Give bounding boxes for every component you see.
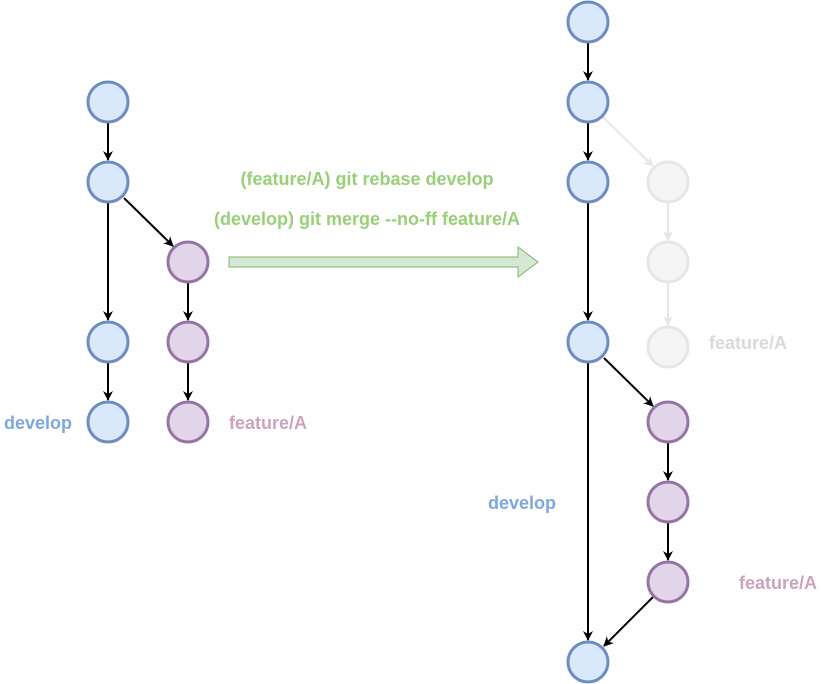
after-edges <box>583 43 673 647</box>
rebased-feature-commit-node <box>646 480 690 524</box>
old-feature-commit-node <box>646 240 690 284</box>
before-edges <box>103 123 193 401</box>
rebase-command-text: (feature/A) git rebase develop <box>240 169 493 189</box>
after-feature-label: feature/A <box>739 573 817 593</box>
develop-commit-node <box>566 80 610 124</box>
rebased-feature-commit-node <box>646 400 690 444</box>
before-feature-label: feature/A <box>229 413 307 433</box>
old-feature-label: feature/A <box>709 333 787 353</box>
old-feature-commit-node <box>646 325 690 369</box>
merge-edge-arrow <box>603 596 654 647</box>
develop-commit-node <box>86 160 130 204</box>
edge-arrow <box>603 357 654 407</box>
edge-arrow <box>123 197 174 247</box>
old-feature-commit-node <box>646 160 690 204</box>
feature-commit-node <box>166 240 210 284</box>
transition-arrow-icon <box>228 246 539 278</box>
develop-commit-node <box>566 160 610 204</box>
develop-commit-node <box>86 80 130 124</box>
rebased-feature-commit-node <box>646 560 690 604</box>
feature-commit-node <box>166 320 210 364</box>
feature-commit-node <box>166 400 210 444</box>
ghost-edge-arrow <box>602 116 654 167</box>
before-develop-label: develop <box>4 413 72 433</box>
after-ghost-edges <box>602 116 673 326</box>
merge-command-text: (develop) git merge --no-ff feature/A <box>214 209 520 229</box>
develop-commit-node <box>566 0 610 44</box>
develop-commit-node <box>86 320 130 364</box>
develop-commit-node <box>566 320 610 364</box>
before-nodes <box>86 80 210 444</box>
after-nodes <box>566 0 690 684</box>
after-develop-label: develop <box>488 493 556 513</box>
develop-commit-node <box>86 400 130 444</box>
merge-commit-node <box>566 640 610 684</box>
